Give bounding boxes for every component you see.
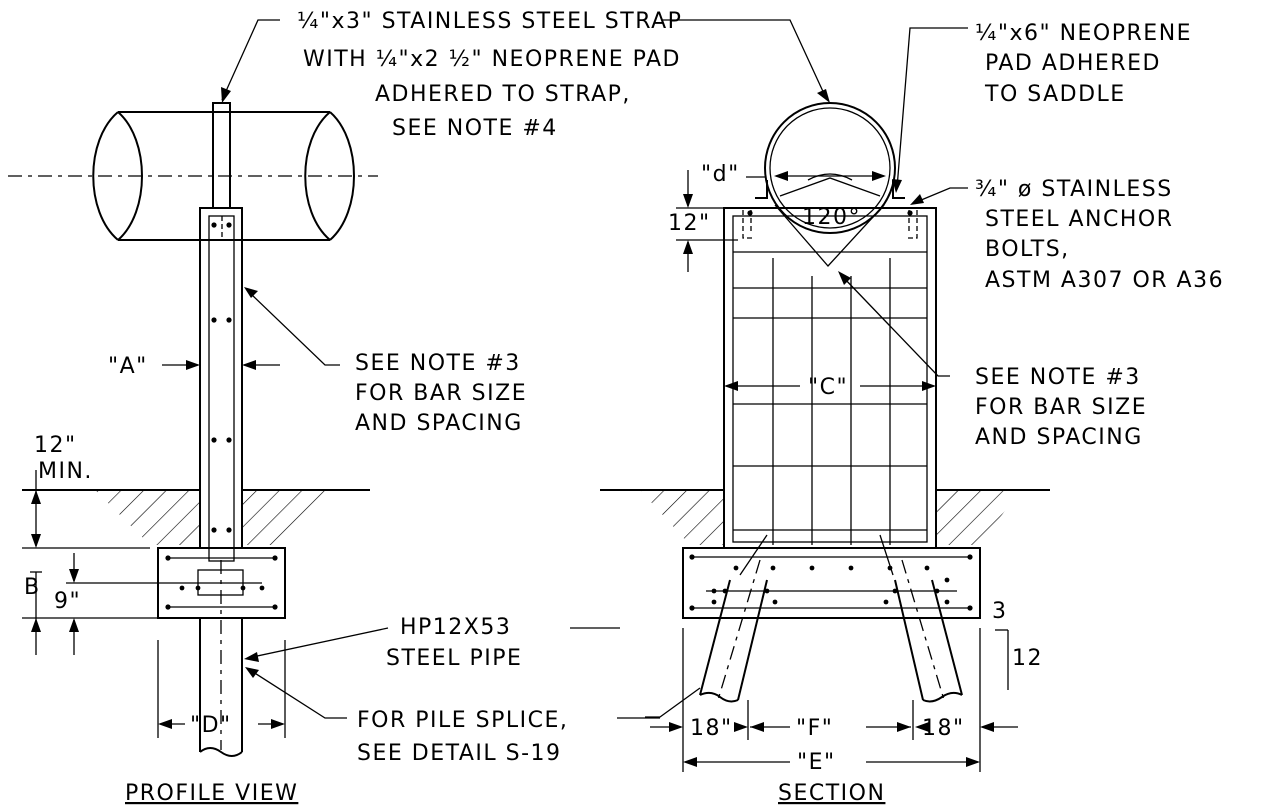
slope-run: 12 (1012, 646, 1043, 671)
stainless-strap (212, 102, 231, 209)
splice-note: FOR PILE SPLICE, SEE DETAIL S-19 (357, 708, 660, 766)
battered-piles (699, 534, 963, 703)
pier-column-section (723, 207, 937, 549)
splice-note-line-2: SEE DETAIL S-19 (357, 741, 562, 766)
slope-rise: 3 (992, 599, 1008, 624)
pipe-profile (8, 111, 378, 241)
strap-note: ¼"x3" STAINLESS STEEL STRAP WITH ¼"x2 ½"… (297, 9, 778, 141)
dim-b-label: B (24, 575, 41, 600)
dim-d-small-label: "d" (701, 162, 740, 187)
profile-bar-note-line-3: AND SPACING (355, 411, 523, 436)
strap-note-line-3: ADHERED TO STRAP, (375, 82, 631, 107)
section-bar-note-line-2: FOR BAR SIZE (975, 395, 1147, 420)
dim-12-label: 12" (668, 211, 711, 236)
pad-note-line-3: TO SADDLE (984, 82, 1126, 107)
profile-view: "A" 12" MIN. B 9" (8, 9, 778, 806)
section-bar-note: SEE NOTE #3 FOR BAR SIZE AND SPACING (975, 365, 1147, 450)
dim-a: "A" (108, 354, 280, 379)
pier-column-profile (199, 207, 243, 562)
bolt-note: ¾" ø STAINLESS STEEL ANCHOR BOLTS, ASTM … (975, 177, 1224, 293)
dim-18-left-label: 18" (690, 716, 733, 741)
bolt-note-line-4: ASTM A307 OR A36 (985, 268, 1224, 293)
dim-c: "C" (724, 375, 936, 400)
pipe-section: 120° (755, 102, 905, 267)
pad-note: ¼"x6" NEOPRENE PAD ADHERED TO SADDLE (975, 21, 1192, 107)
dim-b: B (22, 571, 158, 655)
splice-note-line-1: FOR PILE SPLICE, (357, 708, 568, 733)
pile-profile (199, 560, 243, 757)
pipe-note-line-2: STEEL PIPE (386, 646, 522, 671)
dim-d: "D" (157, 640, 286, 738)
section-leaders (645, 19, 968, 718)
dim-d-label: "D" (190, 713, 232, 738)
section-bar-note-line-1: SEE NOTE #3 (975, 365, 1141, 390)
profile-view-title: PROFILE VIEW (125, 781, 298, 806)
bolt-note-line-2: STEEL ANCHOR (985, 207, 1173, 232)
dim-9-label: 9" (54, 589, 81, 614)
angle-label: 120° (802, 205, 861, 230)
section-title: SECTION (778, 781, 885, 806)
dim-f-label: "F" (796, 716, 833, 741)
strap-note-line-2: WITH ¼"x2 ½" NEOPRENE PAD (303, 47, 681, 72)
profile-bar-note-line-1: SEE NOTE #3 (355, 351, 521, 376)
pipe-note: HP12X53 STEEL PIPE (386, 615, 620, 671)
pile-cap-section (682, 547, 981, 619)
profile-bar-note: SEE NOTE #3 FOR BAR SIZE AND SPACING (355, 351, 527, 436)
dim-9: 9" (54, 553, 182, 655)
dim-e-label: "E" (797, 750, 836, 775)
section-view: 120° (600, 19, 1224, 806)
slope-indicator: 3 12 (992, 599, 1043, 690)
profile-leaders (221, 19, 389, 719)
bolt-note-line-1: ¾" ø STAINLESS (975, 177, 1173, 202)
bolt-note-line-3: BOLTS, (985, 237, 1070, 262)
dim-embed: 12" MIN. (22, 433, 150, 549)
dim-d-small: "d" 12" (668, 162, 766, 272)
strap-note-line-1: ¼"x3" STAINLESS STEEL STRAP (297, 9, 682, 34)
ground-section (600, 489, 1050, 545)
ground-profile (22, 489, 370, 545)
profile-bar-note-line-2: FOR BAR SIZE (355, 381, 527, 406)
strap-note-line-4: SEE NOTE #4 (392, 116, 558, 141)
section-bar-note-line-3: AND SPACING (975, 425, 1143, 450)
embed-note-line-2: MIN. (38, 459, 93, 484)
dim-bottom: 18" "F" 18" "E" (650, 628, 1018, 775)
embed-note-line-1: 12" (34, 433, 77, 458)
pad-note-line-2: PAD ADHERED (985, 51, 1161, 76)
dim-18-right-label: 18" (922, 716, 965, 741)
dim-a-label: "A" (108, 354, 148, 379)
pipe-note-line-1: HP12X53 (400, 615, 511, 640)
pad-note-line-1: ¼"x6" NEOPRENE (975, 21, 1192, 46)
dim-c-label: "C" (808, 375, 848, 400)
